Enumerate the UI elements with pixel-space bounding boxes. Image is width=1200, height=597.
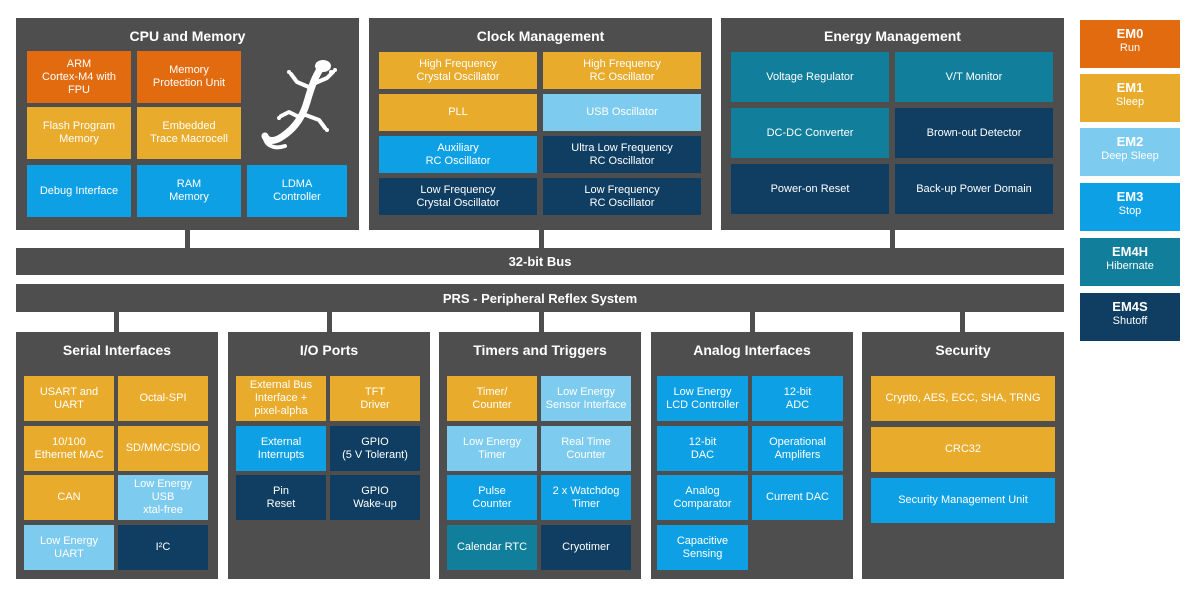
block-ram: RAM Memory bbox=[137, 165, 241, 217]
block-ethernet: 10/100 Ethernet MAC bbox=[24, 426, 114, 471]
legend-name: EM3 bbox=[1116, 189, 1144, 204]
panel-title: Security bbox=[935, 342, 991, 358]
block-current-dac: Current DAC bbox=[752, 475, 843, 520]
block-usart: USART and UART bbox=[24, 376, 114, 421]
block-watchdog: 2 x Watchdog Timer bbox=[541, 475, 631, 520]
block-i2c: I²C bbox=[118, 525, 208, 570]
block-pin-reset: Pin Reset bbox=[236, 475, 326, 520]
connector bbox=[114, 312, 119, 332]
legend-name: EM4H bbox=[1111, 244, 1149, 259]
legend-em2: EM2 Deep Sleep bbox=[1080, 128, 1180, 176]
connector bbox=[890, 230, 895, 248]
analog-interfaces-panel: Analog Interfaces Low Energy LCD Control… bbox=[651, 332, 853, 579]
panel-title: Energy Management bbox=[824, 28, 961, 44]
block-can: CAN bbox=[24, 475, 114, 520]
gecko-logo-icon bbox=[261, 60, 337, 150]
block-comparator: Analog Comparator bbox=[657, 475, 748, 520]
legend-name: EM1 bbox=[1116, 80, 1144, 95]
connector bbox=[185, 230, 190, 248]
panel-title: Analog Interfaces bbox=[693, 342, 811, 358]
block-le-timer: Low Energy Timer bbox=[447, 426, 537, 471]
block-brownout: Brown-out Detector bbox=[895, 108, 1053, 158]
block-arm-cortex: ARM Cortex-M4 with FPU bbox=[27, 51, 131, 103]
legend-desc: Hibernate bbox=[1106, 260, 1154, 272]
panel-title: CPU and Memory bbox=[129, 28, 246, 44]
legend-em1: EM1 Sleep bbox=[1080, 74, 1180, 122]
block-opamps: Operational Amplifers bbox=[752, 426, 843, 471]
security-panel: Security Crypto, AES, ECC, SHA, TRNG CRC… bbox=[862, 332, 1064, 579]
block-dcdc: DC-DC Converter bbox=[731, 108, 889, 158]
block-aux-rc: Auxiliary RC Oscillator bbox=[379, 136, 537, 173]
block-ldma: LDMA Controller bbox=[247, 165, 347, 217]
block-usb-osc: USB Oscillator bbox=[543, 94, 701, 131]
connector bbox=[539, 230, 544, 248]
block-cap-sense: Capacitive Sensing bbox=[657, 525, 748, 570]
block-sdio: SD/MMC/SDIO bbox=[118, 426, 208, 471]
block-debug: Debug Interface bbox=[27, 165, 131, 217]
legend-desc: Run bbox=[1119, 42, 1141, 54]
connector bbox=[960, 312, 965, 332]
io-ports-panel: I/O Ports External Bus Interface + pixel… bbox=[228, 332, 430, 579]
legend-desc: Stop bbox=[1118, 205, 1142, 217]
connector bbox=[539, 312, 544, 332]
block-pulse-counter: Pulse Counter bbox=[447, 475, 537, 520]
connector bbox=[750, 312, 755, 332]
legend-name: EM0 bbox=[1116, 26, 1144, 41]
panel-title: Serial Interfaces bbox=[62, 342, 172, 358]
legend-em4h: EM4H Hibernate bbox=[1080, 238, 1180, 286]
legend-em4s: EM4S Shutoff bbox=[1080, 293, 1180, 341]
block-voltage-regulator: Voltage Regulator bbox=[731, 52, 889, 102]
legend-desc: Shutoff bbox=[1112, 315, 1148, 327]
block-gpio-5v: GPIO (5 V Tolerant) bbox=[330, 426, 420, 471]
block-gpio-wakeup: GPIO Wake-up bbox=[330, 475, 420, 520]
panel-title: Timers and Triggers bbox=[473, 342, 607, 358]
block-ulf-rc: Ultra Low Frequency RC Oscillator bbox=[543, 136, 701, 173]
block-le-uart: Low Energy UART bbox=[24, 525, 114, 570]
block-smu: Security Management Unit bbox=[871, 478, 1055, 523]
block-le-usb: Low Energy USB xtal-free bbox=[118, 475, 208, 520]
block-le-sensor: Low Energy Sensor Interface bbox=[541, 376, 631, 421]
legend-em3: EM3 Stop bbox=[1080, 183, 1180, 231]
block-mpu: Memory Protection Unit bbox=[137, 51, 241, 103]
block-ebi: External Bus Interface + pixel-alpha bbox=[236, 376, 326, 421]
panel-title: Clock Management bbox=[476, 28, 605, 44]
block-lf-crystal: Low Frequency Crystal Oscillator bbox=[379, 178, 537, 215]
block-adc: 12-bit ADC bbox=[752, 376, 843, 421]
block-cryotimer: Cryotimer bbox=[541, 525, 631, 570]
clock-management-panel: Clock Management High Frequency Crystal … bbox=[369, 18, 712, 230]
legend-desc: Sleep bbox=[1115, 96, 1145, 108]
block-timer-counter: Timer/ Counter bbox=[447, 376, 537, 421]
block-vt-monitor: V/T Monitor bbox=[895, 52, 1053, 102]
block-backup-domain: Back-up Power Domain bbox=[895, 164, 1053, 214]
block-por: Power-on Reset bbox=[731, 164, 889, 214]
block-calendar-rtc: Calendar RTC bbox=[447, 525, 537, 570]
energy-management-panel: Energy Management Voltage Regulator V/T … bbox=[721, 18, 1064, 230]
connector bbox=[327, 312, 332, 332]
legend-desc: Deep Sleep bbox=[1101, 150, 1159, 162]
block-hf-crystal: High Frequency Crystal Oscillator bbox=[379, 52, 537, 89]
block-crc32: CRC32 bbox=[871, 427, 1055, 472]
block-dac: 12-bit DAC bbox=[657, 426, 748, 471]
serial-interfaces-panel: Serial Interfaces USART and UART Octal-S… bbox=[16, 332, 218, 579]
prs-bus: PRS - Peripheral Reflex System bbox=[16, 284, 1064, 312]
block-hf-rc: High Frequency RC Oscillator bbox=[543, 52, 701, 89]
bus-32bit: 32-bit Bus bbox=[16, 248, 1064, 275]
block-pll: PLL bbox=[379, 94, 537, 131]
block-tft: TFT Driver bbox=[330, 376, 420, 421]
timers-triggers-panel: Timers and Triggers Timer/ Counter Low E… bbox=[439, 332, 641, 579]
block-flash: Flash Program Memory bbox=[27, 107, 131, 159]
block-etm: Embedded Trace Macrocell bbox=[137, 107, 241, 159]
block-lf-rc: Low Frequency RC Oscillator bbox=[543, 178, 701, 215]
legend-em0: EM0 Run bbox=[1080, 20, 1180, 68]
block-rtc-counter: Real Time Counter bbox=[541, 426, 631, 471]
block-ext-interrupts: External Interrupts bbox=[236, 426, 326, 471]
legend-name: EM2 bbox=[1116, 134, 1144, 149]
panel-title: I/O Ports bbox=[299, 342, 359, 358]
block-crypto: Crypto, AES, ECC, SHA, TRNG bbox=[871, 376, 1055, 421]
legend-name: EM4S bbox=[1112, 299, 1148, 314]
cpu-memory-panel: CPU and Memory ARM Cortex-M4 with FPU Me… bbox=[16, 18, 359, 230]
block-le-lcd: Low Energy LCD Controller bbox=[657, 376, 748, 421]
block-octal-spi: Octal-SPI bbox=[118, 376, 208, 421]
